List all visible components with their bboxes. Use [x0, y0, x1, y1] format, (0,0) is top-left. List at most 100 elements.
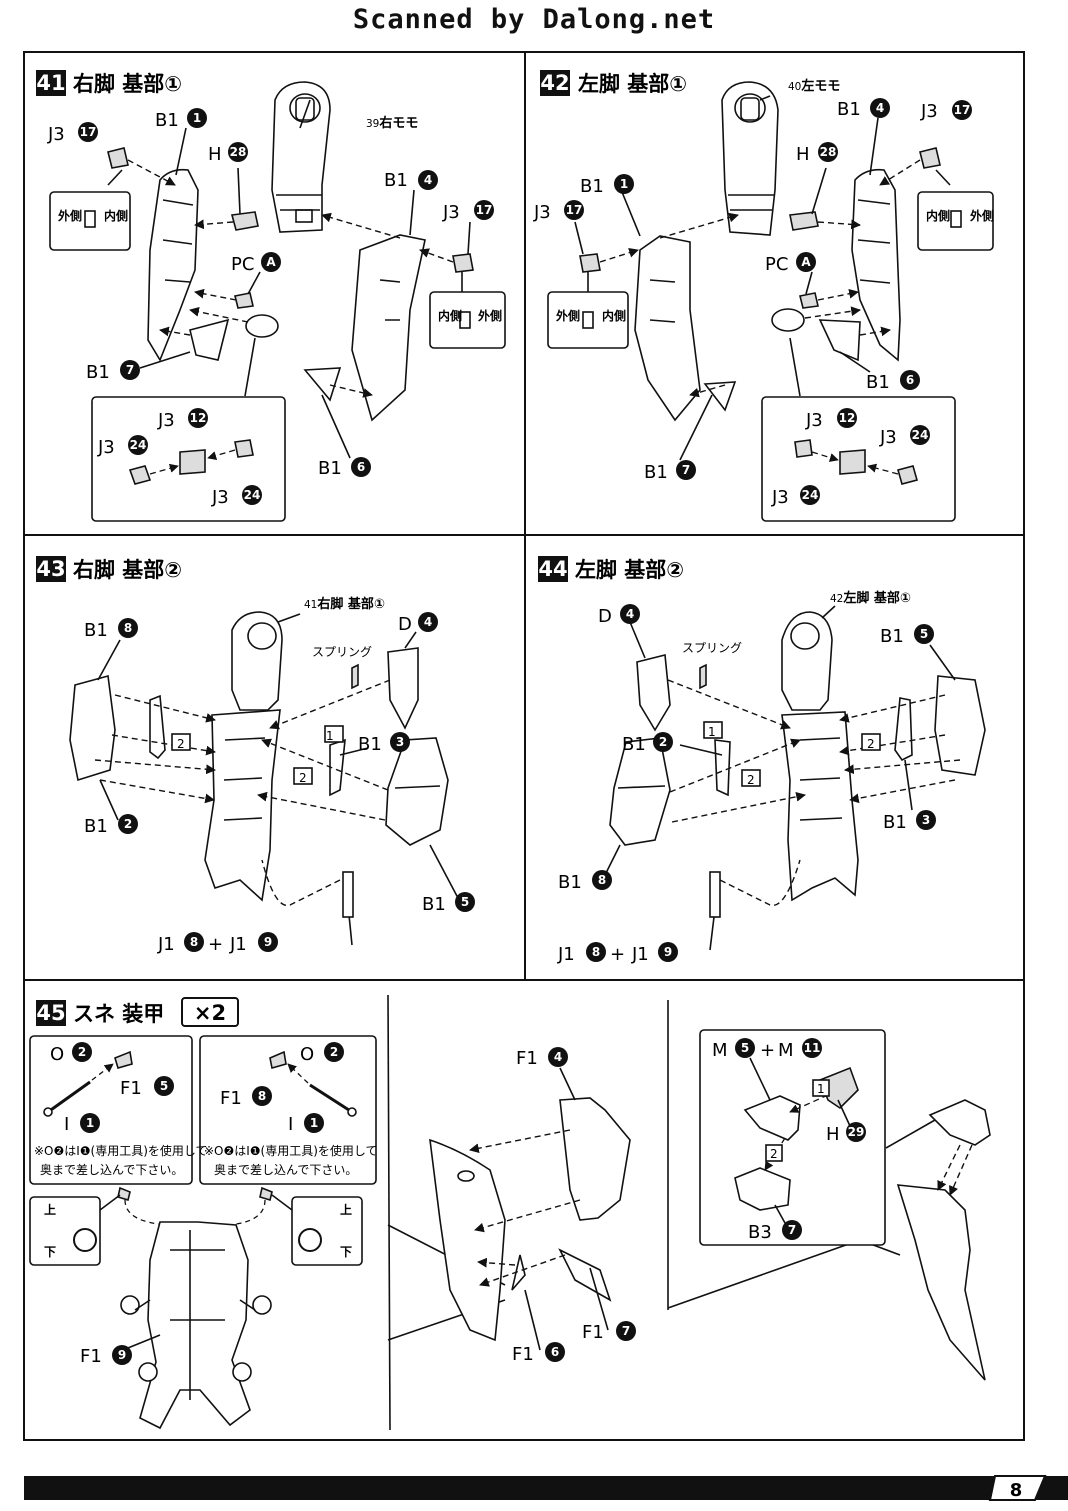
- part-label: PC: [231, 254, 254, 275]
- part-label: J3: [879, 427, 897, 448]
- part-number: 5: [741, 1041, 749, 1055]
- part-number: 3: [922, 813, 930, 827]
- part-label: H: [208, 144, 222, 165]
- part-label: J3: [771, 487, 789, 508]
- part-label: H: [796, 144, 810, 165]
- step-42-number: 42: [540, 71, 569, 95]
- times-two-badge: ×2: [194, 1001, 226, 1025]
- inner-label: 内側: [104, 208, 128, 223]
- step-45-diagram: [29, 994, 991, 1431]
- part-label: F1: [220, 1088, 242, 1109]
- order-label: 2: [867, 737, 875, 751]
- down-label: 下: [44, 1245, 56, 1259]
- part-number: 8: [190, 935, 198, 949]
- step-43-number: 43: [36, 557, 65, 581]
- part-number: 2: [330, 1045, 338, 1059]
- part-label: J1: [229, 934, 247, 955]
- step-41-labels: B1 1 J3 17 H 28 PC A 39右モモ B1 4 J3 17 B1…: [47, 108, 502, 508]
- step-44-diagram: [604, 605, 986, 951]
- part-number: 4: [424, 173, 432, 187]
- part-number: 24: [912, 428, 929, 442]
- page-number: 8: [1010, 1480, 1023, 1501]
- inner-label: 内側: [926, 208, 950, 223]
- part-number: 2: [78, 1045, 86, 1059]
- order-label: 2: [770, 1147, 778, 1161]
- part-number: 5: [461, 895, 469, 909]
- outer-label: 外側: [58, 208, 82, 223]
- part-label: F1: [512, 1344, 534, 1365]
- part-number: 8: [124, 621, 132, 635]
- part-number: 2: [659, 735, 667, 749]
- part-number: 6: [551, 1345, 559, 1359]
- inner-label: 内側: [438, 308, 462, 323]
- ref-label: 42左脚 基部①: [830, 590, 911, 606]
- step-43-diagram: [69, 611, 459, 946]
- part-label: J3: [211, 487, 229, 508]
- step-41-header: 41 右脚 基部①: [36, 70, 182, 96]
- step-42-header: 42 左脚 基部①: [540, 70, 687, 96]
- step-43-title: 右脚 基部②: [73, 558, 182, 582]
- part-label: J1: [631, 944, 649, 965]
- part-number: 2: [124, 817, 132, 831]
- outer-label: 外側: [970, 208, 994, 223]
- tool-note-line-2: 奥まで差し込んで下さい。: [40, 1163, 183, 1177]
- part-label: PC: [765, 254, 788, 275]
- part-number: 7: [622, 1324, 630, 1338]
- part-label: B1: [155, 110, 179, 131]
- part-label: J3: [47, 124, 65, 145]
- part-label: M: [712, 1040, 728, 1061]
- part-label: B3: [748, 1222, 772, 1243]
- part-label: J3: [97, 437, 115, 458]
- plus-sign: +: [760, 1040, 775, 1061]
- part-number: 24: [244, 488, 261, 502]
- order-label: 1: [817, 1082, 825, 1096]
- step-44-header: 44 左脚 基部②: [538, 556, 684, 582]
- part-label: I: [288, 1114, 293, 1135]
- step-45-number: 45: [36, 1001, 65, 1025]
- part-number: 17: [954, 103, 971, 117]
- part-number: 28: [820, 145, 837, 159]
- step-41-number: 41: [36, 71, 65, 95]
- part-number: 4: [424, 615, 432, 629]
- ref-label: 41右脚 基部①: [304, 596, 385, 612]
- spring-label: スプリング: [312, 645, 372, 659]
- part-number: 17: [566, 203, 583, 217]
- step-44-labels: D 4 42左脚 基部① B1 5 スプリング 1 B1 2 2 2 B1 3 …: [557, 590, 936, 965]
- part-label: F1: [120, 1078, 142, 1099]
- tool-note-line-1: ※O❷はI❶(専用工具)を使用して: [34, 1143, 208, 1158]
- part-label: B1: [384, 170, 408, 191]
- part-label: B1: [837, 99, 861, 120]
- part-label: B1: [880, 626, 904, 647]
- part-number: 4: [876, 101, 884, 115]
- step-41-title: 右脚 基部①: [73, 72, 182, 96]
- part-number: 17: [80, 125, 97, 139]
- part-label: J1: [157, 934, 175, 955]
- part-number: 7: [126, 363, 134, 377]
- part-number: 9: [118, 1348, 126, 1362]
- step-43-header: 43 右脚 基部②: [36, 556, 182, 582]
- part-number: 6: [906, 373, 914, 387]
- part-number: 1: [620, 177, 628, 191]
- part-number: 5: [160, 1079, 168, 1093]
- order-label: 1: [708, 725, 716, 739]
- step-44-title: 左脚 基部②: [575, 558, 684, 582]
- part-number: 11: [804, 1041, 821, 1055]
- part-number: A: [266, 255, 276, 269]
- part-label: B1: [866, 372, 890, 393]
- part-number: 8: [598, 873, 606, 887]
- step-45-header: 45 スネ 装甲 ×2: [36, 997, 239, 1027]
- outer-label: 外側: [478, 308, 502, 323]
- part-label: J3: [805, 410, 823, 431]
- part-number: 4: [626, 607, 634, 621]
- part-label: B1: [558, 872, 582, 893]
- part-number: 9: [264, 935, 272, 949]
- part-number: 24: [802, 488, 819, 502]
- part-label: F1: [516, 1048, 538, 1069]
- part-label: B1: [84, 816, 108, 837]
- outer-label: 外側: [556, 308, 580, 323]
- step-45-labels: O 2 F1 5 I 1 ※O❷はI❶(専用工具)を使用して 奥まで差し込んで下…: [34, 1038, 866, 1367]
- part-label: B1: [644, 462, 668, 483]
- part-number: 4: [554, 1050, 562, 1064]
- step-42-title: 左脚 基部①: [578, 72, 687, 96]
